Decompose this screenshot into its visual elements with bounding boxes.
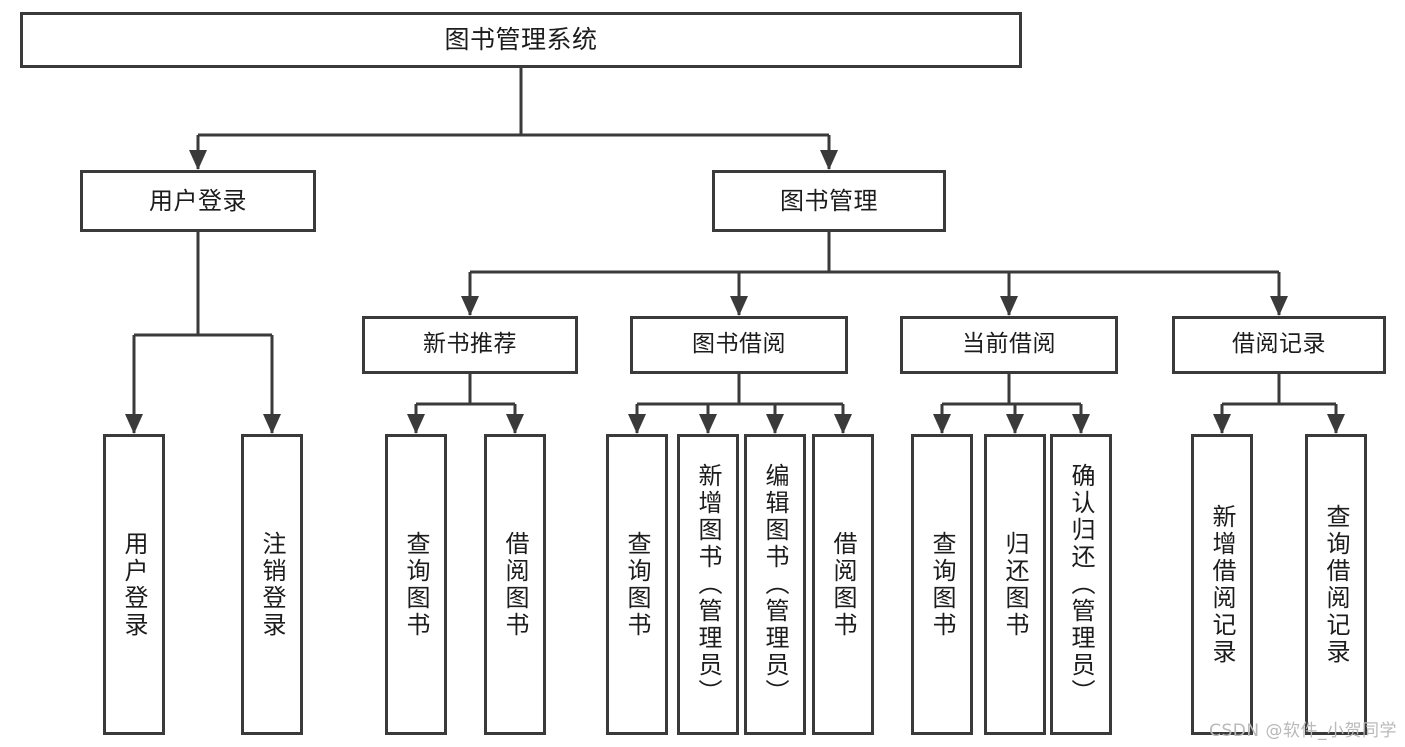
node-newbooks[interactable]: 新书推荐 [362,316,578,374]
arrow-head-current [1000,296,1018,316]
node-label-b4: 借阅图书 [829,530,857,639]
arrow-head-c1 [933,414,951,434]
node-label-bookmgmt: 图书管理 [780,186,878,215]
node-label-root: 图书管理系统 [444,25,598,54]
node-c3[interactable]: 确认归还（管理员） [1050,434,1112,735]
node-label-b1: 查询图书 [623,530,651,639]
arrow-head-r2 [1327,414,1345,434]
node-l2[interactable]: 注销登录 [241,434,303,735]
node-label-l2: 注销登录 [258,530,286,639]
arrow-head-b2 [699,414,717,434]
node-label-current: 当前借阅 [962,331,1056,358]
node-label-c3: 确认归还（管理员） [1067,463,1095,706]
node-l1[interactable]: 用户登录 [103,434,165,735]
arrow-head-l1 [125,414,143,434]
arrow-head-b1 [628,414,646,434]
node-r1[interactable]: 新增借阅记录 [1191,434,1253,735]
node-label-n1: 查询图书 [402,530,430,639]
watermark-text: CSDN @软件_小贺同学 [1209,721,1397,741]
arrow-head-l2 [263,414,281,434]
node-borrow[interactable]: 图书借阅 [630,316,848,374]
arrow-head-n2 [506,414,524,434]
node-root[interactable]: 图书管理系统 [20,12,1022,68]
node-label-records: 借阅记录 [1232,331,1326,358]
arrow-head-borrow [730,296,748,316]
arrow-head-n1 [407,414,425,434]
arrow-head-records [1270,296,1288,316]
node-b4[interactable]: 借阅图书 [812,434,874,735]
arrow-head-r1 [1213,414,1231,434]
arrow-head-b3 [766,414,784,434]
node-n2[interactable]: 借阅图书 [484,434,546,735]
node-label-n2: 借阅图书 [501,530,529,639]
node-login[interactable]: 用户登录 [80,170,316,232]
node-label-b2: 新增图书（管理员） [694,463,722,706]
node-bookmgmt[interactable]: 图书管理 [712,170,946,232]
node-label-c2: 归还图书 [1001,530,1029,639]
node-n1[interactable]: 查询图书 [385,434,447,735]
node-current[interactable]: 当前借阅 [900,316,1118,374]
node-label-login: 用户登录 [149,186,247,215]
node-b1[interactable]: 查询图书 [606,434,668,735]
arrow-head-bookmgmt [820,150,838,170]
node-label-c1: 查询图书 [928,530,956,639]
arrow-head-b4 [834,414,852,434]
node-label-b3: 编辑图书（管理员） [761,463,789,706]
arrow-head-newbooks [461,296,479,316]
node-c1[interactable]: 查询图书 [911,434,973,735]
node-label-borrow: 图书借阅 [692,331,786,358]
node-label-r2: 查询借阅记录 [1322,503,1350,666]
node-label-newbooks: 新书推荐 [423,331,517,358]
node-label-l1: 用户登录 [120,530,148,639]
arrow-head-login [189,150,207,170]
node-records[interactable]: 借阅记录 [1172,316,1386,374]
node-b2[interactable]: 新增图书（管理员） [677,434,739,735]
node-label-r1: 新增借阅记录 [1208,503,1236,666]
arrow-head-c2 [1006,414,1024,434]
node-r2[interactable]: 查询借阅记录 [1305,434,1367,735]
arrow-head-c3 [1072,414,1090,434]
node-c2[interactable]: 归还图书 [984,434,1046,735]
node-b3[interactable]: 编辑图书（管理员） [744,434,806,735]
